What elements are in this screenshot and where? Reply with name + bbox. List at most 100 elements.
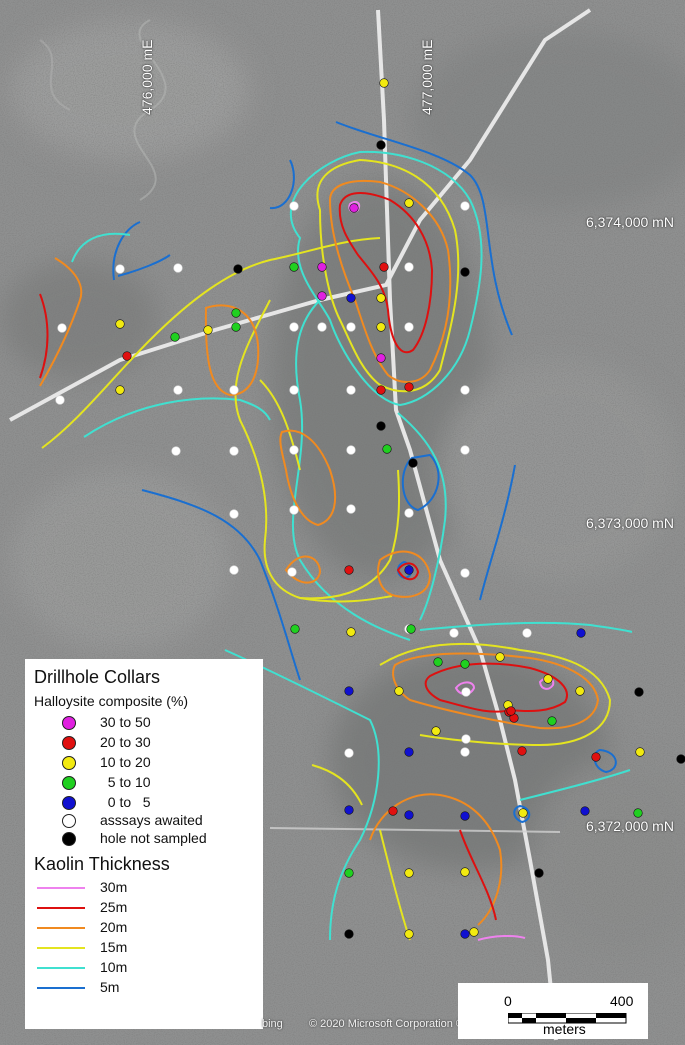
- drillhole-collar-black: [376, 140, 386, 150]
- drillhole-collar-yellow: [575, 686, 585, 696]
- contour-line-icon: [37, 927, 85, 929]
- drillhole-collar-yellow: [518, 808, 528, 818]
- collar-symbol-icon: [62, 776, 76, 790]
- drillhole-collar-white: [461, 687, 471, 697]
- drillhole-collar-yellow: [376, 293, 386, 303]
- drillhole-collar-white: [287, 567, 297, 577]
- drillhole-collar-black: [344, 929, 354, 939]
- thickness-contours: [39, 121, 633, 941]
- drillhole-collar-magenta: [317, 291, 327, 301]
- drillhole-collars: [55, 78, 685, 939]
- drillhole-collar-green: [289, 262, 299, 272]
- drillhole-collar-blue: [576, 628, 586, 638]
- drillhole-collar-blue: [344, 686, 354, 696]
- drillhole-collar-white: [346, 445, 356, 455]
- drillhole-collar-magenta: [317, 262, 327, 272]
- drillhole-collar-yellow: [376, 322, 386, 332]
- collar-symbol-icon: [62, 832, 76, 846]
- drillhole-collar-white: [173, 263, 183, 273]
- collar-symbol-icon: [62, 814, 76, 828]
- drillhole-collar-black: [534, 868, 544, 878]
- drillhole-collar-white: [229, 446, 239, 456]
- scale-bar: 0 400 meters: [458, 983, 648, 1039]
- drillhole-collar-blue: [344, 805, 354, 815]
- drillhole-collar-white: [289, 201, 299, 211]
- collar-symbol-icon: [62, 756, 76, 770]
- drillhole-collar-white: [346, 504, 356, 514]
- northing-label: 6,374,000 mN: [586, 214, 674, 230]
- drillhole-collar-white: [115, 264, 125, 274]
- drillhole-collar-black: [676, 754, 685, 764]
- drillhole-collar-white: [460, 385, 470, 395]
- drillhole-collar-blue: [460, 811, 470, 821]
- drillhole-collar-white: [460, 568, 470, 578]
- contour-20m: [39, 179, 600, 926]
- drillhole-collar-green: [170, 332, 180, 342]
- drillhole-collar-red: [388, 806, 398, 816]
- drillhole-collar-black: [634, 687, 644, 697]
- drillhole-collar-white: [289, 385, 299, 395]
- drillhole-collar-yellow: [115, 319, 125, 329]
- map-legend: Drillhole Collars Halloysite composite (…: [25, 659, 263, 1029]
- drillhole-collar-blue: [346, 293, 356, 303]
- scale-unit-label: meters: [543, 1021, 586, 1037]
- contour-line-icon: [37, 887, 85, 889]
- drillhole-collar-yellow: [495, 652, 505, 662]
- drillhole-collar-yellow: [203, 325, 213, 335]
- drillhole-collar-green: [290, 624, 300, 634]
- scale-start-label: 0: [504, 993, 512, 1009]
- drillhole-collar-green: [231, 322, 241, 332]
- collar-symbol-icon: [62, 716, 76, 730]
- drillhole-collar-yellow: [404, 929, 414, 939]
- drillhole-collar-white: [229, 565, 239, 575]
- drillhole-collar-white: [171, 446, 181, 456]
- drillhole-collar-blue: [460, 929, 470, 939]
- drillhole-collar-yellow: [379, 78, 389, 88]
- drillhole-collar-white: [404, 508, 414, 518]
- drillhole-collar-yellow: [346, 627, 356, 637]
- drillhole-collar-blue: [404, 747, 414, 757]
- drillhole-collar-white: [460, 445, 470, 455]
- drillhole-collar-yellow: [460, 867, 470, 877]
- drillhole-collar-black: [376, 421, 386, 431]
- scale-bar-graphic: [508, 1013, 627, 1024]
- drillhole-collar-white: [317, 322, 327, 332]
- easting-label: 476,000 mE: [139, 39, 155, 116]
- copyright-text: © 2020 Microsoft Corporation ©: [309, 1018, 464, 1030]
- collar-symbol-icon: [62, 796, 76, 810]
- drillhole-collar-red: [591, 752, 601, 762]
- drillhole-collar-red: [404, 382, 414, 392]
- drillhole-collar-white: [229, 385, 239, 395]
- drillhole-collar-blue: [580, 806, 590, 816]
- contour-line-icon: [37, 987, 85, 989]
- contour-5m: [112, 121, 617, 824]
- contour-line-icon: [37, 907, 85, 909]
- drillhole-collar-black: [408, 458, 418, 468]
- drillhole-collar-yellow: [635, 747, 645, 757]
- collar-symbol-icon: [62, 736, 76, 750]
- drillhole-collar-yellow: [404, 198, 414, 208]
- drillhole-collar-black: [233, 264, 243, 274]
- drillhole-collar-white: [460, 201, 470, 211]
- drillhole-collar-white: [289, 445, 299, 455]
- drillhole-collar-green: [344, 868, 354, 878]
- bing-logo: bing: [262, 1018, 283, 1030]
- drillhole-collar-white: [55, 395, 65, 405]
- drillhole-collar-red: [506, 706, 516, 716]
- legend-collars-title: Drillhole Collars: [34, 667, 161, 687]
- northing-label: 6,372,000 mN: [586, 818, 674, 834]
- drillhole-collar-green: [406, 624, 416, 634]
- drillhole-collar-white: [460, 747, 470, 757]
- drillhole-collar-green: [460, 659, 470, 669]
- drillhole-collar-yellow: [404, 868, 414, 878]
- drillhole-collar-white: [404, 322, 414, 332]
- drillhole-collar-white: [173, 385, 183, 395]
- drillhole-collar-blue: [404, 810, 414, 820]
- drillhole-collar-white: [346, 322, 356, 332]
- drillhole-collar-yellow: [469, 927, 479, 937]
- drillhole-collar-white: [57, 323, 67, 333]
- drillhole-collar-white: [229, 509, 239, 519]
- contour-line-icon: [37, 967, 85, 969]
